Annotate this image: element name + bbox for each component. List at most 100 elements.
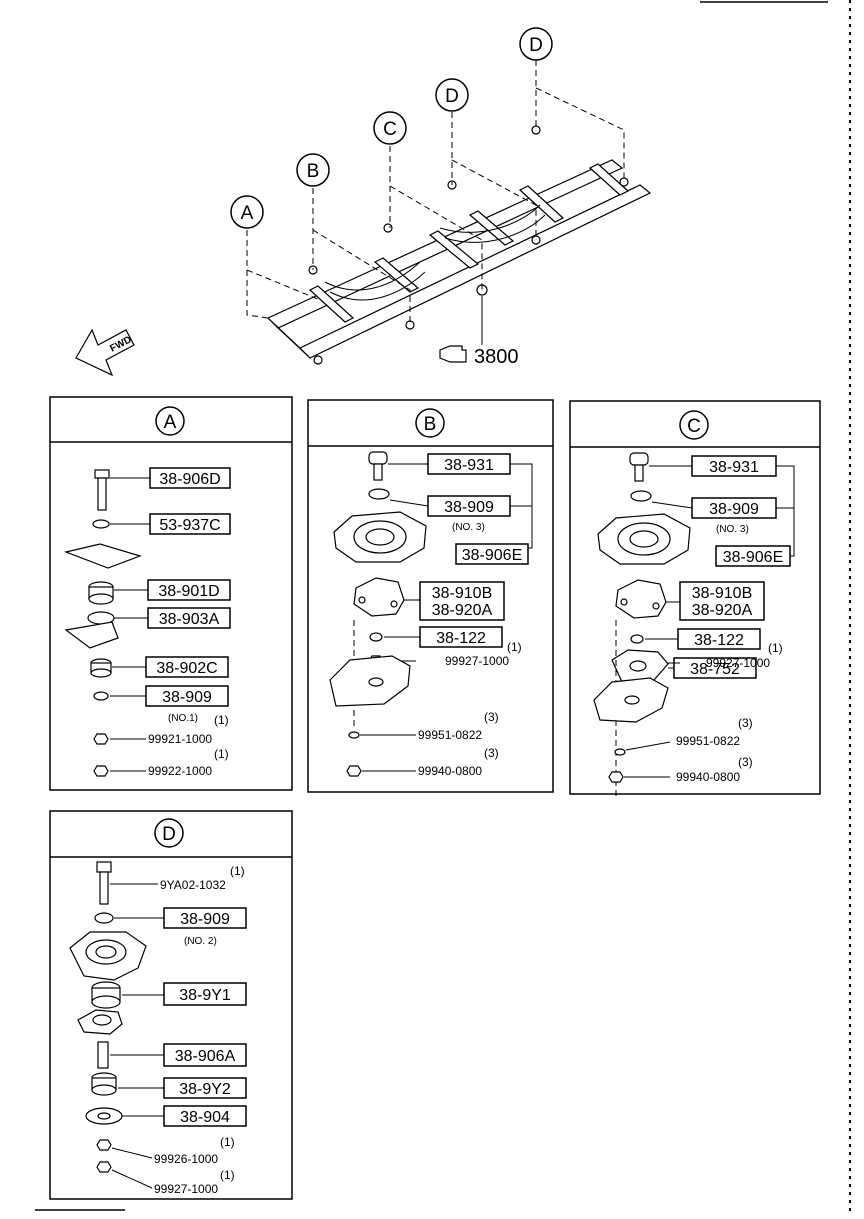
nut-icon <box>96 1161 112 1173</box>
part-number: 38-906E <box>462 547 523 564</box>
quantity: (3) <box>738 755 753 769</box>
part-number: 38-909 <box>709 501 759 518</box>
nut-icon <box>346 765 362 777</box>
part-number: 99927-1000 <box>154 1182 218 1196</box>
part-number: 38-909 <box>162 689 212 706</box>
callout-c-label: C <box>383 119 397 140</box>
part-number: 38-752 <box>690 661 740 678</box>
part-number: 38-920A <box>692 602 753 619</box>
bracket-icon <box>77 1009 123 1035</box>
nut-icon <box>608 771 624 783</box>
callout-b: B <box>296 153 330 187</box>
panel-a: A 38-906D 53-937C 38-901D 38-903A <box>49 396 293 791</box>
part-number: 38-931 <box>444 457 494 474</box>
part-number: 38-920A <box>432 602 493 619</box>
section-reference-number: 3800 <box>474 346 519 368</box>
cushion-icon <box>90 658 112 678</box>
nut-icon <box>93 765 109 777</box>
part-number: 38-9Y2 <box>179 1081 231 1098</box>
part-number: 38-901D <box>158 583 219 600</box>
washer-icon <box>93 691 109 701</box>
part-number: 38-906D <box>159 471 220 488</box>
washer-icon <box>92 519 110 529</box>
part-number: 99922-1000 <box>148 764 212 778</box>
note: (NO.1) <box>168 713 198 724</box>
callout-c: C <box>373 111 407 145</box>
part-number: 53-937C <box>159 517 220 534</box>
nut-icon <box>96 1139 112 1151</box>
washer-icon <box>614 748 626 756</box>
note: (NO. 3) <box>452 522 485 533</box>
callout-d-front: D <box>435 78 469 112</box>
quantity: (1) <box>507 640 522 654</box>
part-number: 38-909 <box>180 911 230 928</box>
section-reference: 3800 <box>439 345 519 368</box>
spacer-icon <box>630 634 644 644</box>
part-number: 38-122 <box>436 630 486 647</box>
frame-illustration <box>266 125 652 365</box>
quantity: (3) <box>738 716 753 730</box>
mount-insulator-icon <box>69 931 147 981</box>
mount-insulator-icon <box>333 511 427 563</box>
part-number: 38-122 <box>694 632 744 649</box>
note: (NO. 2) <box>184 936 217 947</box>
quantity: (1) <box>214 713 229 727</box>
bracket-icon <box>64 621 119 649</box>
part-number: 38-909 <box>444 499 494 516</box>
washer-icon <box>630 490 652 502</box>
panel-c: C 38-931 38-909 (NO. 3) 38-906E 38-910B <box>569 400 821 800</box>
note: (NO. 3) <box>716 524 749 535</box>
pointing-hand-icon <box>439 345 467 363</box>
panel-d: D (1) 9YA02-1032 38-909 (NO. 2) 38-9Y1 <box>49 810 293 1200</box>
panel-d-title: D <box>162 824 176 845</box>
washer-icon <box>94 912 114 924</box>
callout-a: A <box>230 195 264 229</box>
part-number: 99921-1000 <box>148 732 212 746</box>
quantity: (3) <box>484 710 499 724</box>
frame-overview: A B C D D FWD 3800 <box>75 27 652 377</box>
part-number: 99951-0822 <box>418 728 482 742</box>
spacer-icon <box>369 632 383 642</box>
fwd-arrow: FWD <box>75 328 135 377</box>
bracket-icon <box>353 577 405 617</box>
part-number: 38-904 <box>180 1109 230 1126</box>
callout-a-label: A <box>241 203 254 224</box>
part-number: 38-910B <box>432 585 493 602</box>
panel-b: B 38-931 38-909 (NO. 3) 38-906E 38-910B <box>307 399 554 793</box>
part-number: 38-906A <box>175 1048 236 1065</box>
part-number: 99951-0822 <box>676 734 740 748</box>
bolt-icon <box>94 469 110 511</box>
panel-b-title: B <box>424 414 437 435</box>
part-number: 99927-1000 <box>706 656 770 670</box>
part-number: 38-931 <box>709 459 759 476</box>
part-number: 99927-1000 <box>445 654 509 668</box>
sleeve-icon <box>97 1041 109 1069</box>
plate-icon <box>63 543 142 569</box>
callout-b-label: B <box>307 161 320 182</box>
quantity: (1) <box>220 1168 235 1182</box>
cushion-icon <box>91 981 121 1009</box>
part-number: 38-9Y1 <box>179 987 231 1004</box>
nut-icon <box>93 733 109 745</box>
part-number: 38-906E <box>723 549 784 566</box>
washer-icon <box>348 731 360 739</box>
bolt-icon <box>368 451 388 481</box>
callout-d-rear-label: D <box>529 35 543 56</box>
part-number: 38-902C <box>156 660 217 677</box>
cushion-icon <box>88 581 114 605</box>
quantity: (1) <box>230 864 245 878</box>
part-number: 38-903A <box>159 611 220 628</box>
part-number: 9YA02-1032 <box>160 878 226 892</box>
washer-icon <box>368 488 390 500</box>
part-number: 99940-0800 <box>418 764 482 778</box>
quantity: (1) <box>220 1135 235 1149</box>
part-number: 99926-1000 <box>154 1152 218 1166</box>
panel-c-title: C <box>687 416 701 437</box>
bracket-icon <box>615 579 667 619</box>
part-number: 99940-0800 <box>676 770 740 784</box>
quantity: (3) <box>484 746 499 760</box>
quantity: (1) <box>768 641 783 655</box>
callout-leaders <box>246 60 625 345</box>
bolt-icon <box>629 452 649 482</box>
